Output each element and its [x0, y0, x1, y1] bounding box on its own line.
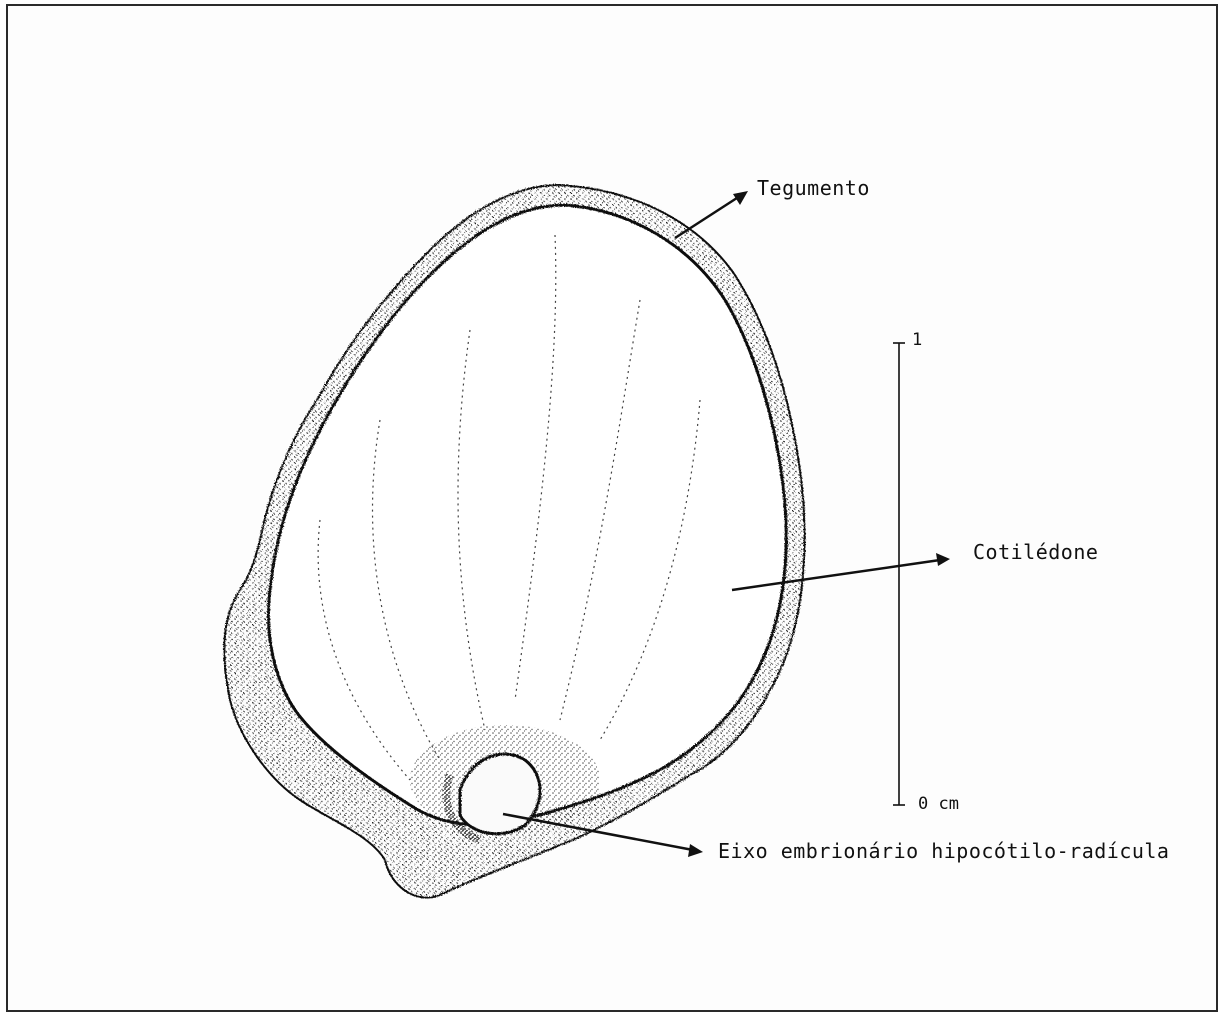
label-tegumento: Tegumento: [757, 176, 870, 200]
label-eixo-embrionario: Eixo embrionário hipocótilo-radícula: [718, 839, 1169, 863]
arrow-tegumento: [675, 191, 748, 238]
scale-label-top: 1: [912, 330, 922, 350]
scale-label-bottom: 0 cm: [918, 794, 959, 814]
label-cotiledone: Cotilédone: [973, 540, 1098, 564]
scale-bar: [893, 343, 905, 805]
